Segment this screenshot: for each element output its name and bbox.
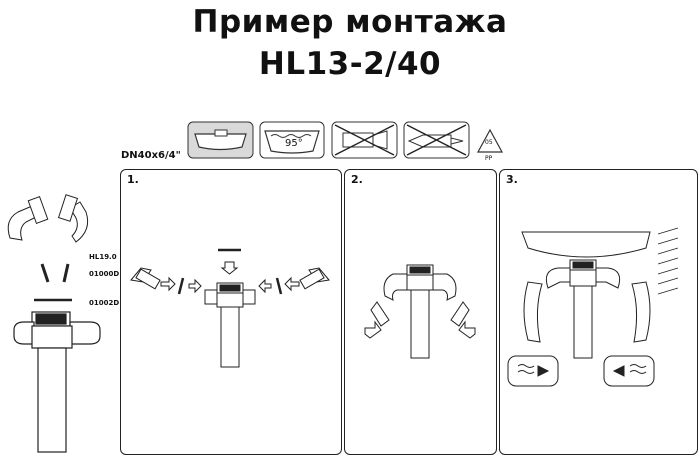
step-panel-3: 3. (499, 169, 698, 455)
page-title: Пример монтажа (192, 4, 508, 40)
step-number: 3. (506, 173, 518, 186)
recycle-pp-icon: 05 PP (476, 128, 504, 162)
step-panel-2: 2. (344, 169, 497, 455)
part-label-01002d: 01002D (89, 299, 120, 307)
page-subtitle-model: HL13-2/40 (258, 46, 442, 82)
step-3-assembly-drawing (507, 227, 679, 387)
no-flame-icon (403, 121, 470, 159)
step-number: 1. (127, 173, 139, 186)
temperature-95-icon: 95° (259, 121, 325, 159)
recycle-code: 05 (485, 139, 493, 146)
step-2-assembly-drawing (364, 264, 476, 359)
temperature-label: 95° (285, 138, 303, 149)
no-gas-burner-icon (331, 121, 398, 159)
step-panel-1: 1. (120, 169, 342, 455)
part-label-hl19: HL19.0 (89, 253, 117, 261)
recycle-material: PP (485, 155, 493, 162)
step-1-assembly-drawing (130, 248, 330, 368)
step-number: 2. (351, 173, 363, 186)
parts-elbows-drawing (2, 190, 114, 455)
sink-icon (187, 121, 254, 159)
part-label-01000d: 01000D (89, 270, 120, 278)
size-label: DN40x6/4" (121, 150, 181, 161)
